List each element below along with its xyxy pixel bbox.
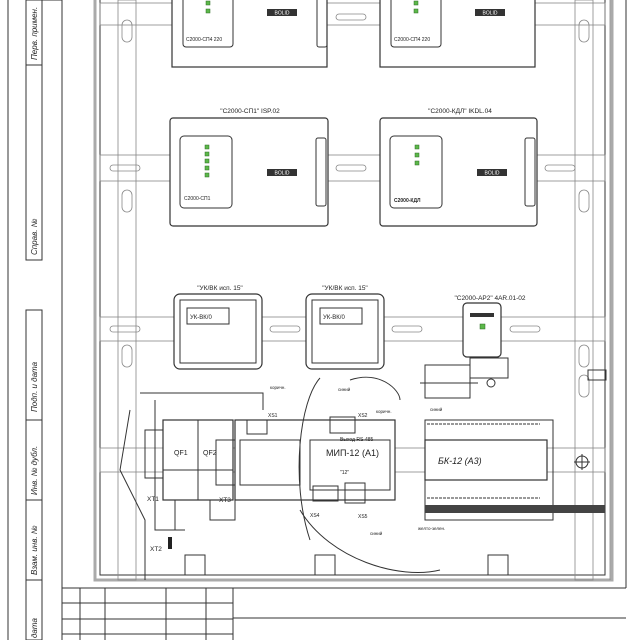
xs2-label: XS2 <box>358 413 368 419</box>
device-sp4-left: С2000-СП4 220 BOLID <box>171 0 328 68</box>
wire-label: желто-зелен. <box>418 526 445 531</box>
brand-logo: BOLID <box>484 171 499 177</box>
device-ar2: "С2000-АР2" 4AR.01-02 <box>454 295 526 358</box>
xt2-label: XT2 <box>150 546 162 553</box>
kdl-label: С2000-КДЛ <box>394 198 421 204</box>
ukvk2-label: УК-ВК/0 <box>323 315 345 321</box>
ukvk2-caption: "УК/ВК исп. 15" <box>322 285 368 292</box>
mip-12-label: "12" <box>340 470 349 476</box>
xs4-label: XS4 <box>310 513 320 519</box>
device-ukvk-2: "УК/ВК исп. 15" УК-ВК/0 <box>305 285 385 370</box>
ukvk1-label: УК-ВК/0 <box>190 315 212 321</box>
sp4-right-label: С2000-СП4 220 <box>394 37 430 43</box>
ar2-caption: "С2000-АР2" 4AR.01-02 <box>454 295 525 302</box>
side-stamp: Перв. примен. Справ. № Подп. и дата Инв.… <box>7 0 63 640</box>
sp1-label: С2000-СП1 <box>184 196 211 202</box>
mip-label: МИП-12 (А1) <box>326 448 379 458</box>
wire-label: синий <box>338 386 351 392</box>
bk-label: БК-12 (А3) <box>438 456 482 466</box>
xt1-label: XT1 <box>147 496 159 503</box>
wire-label: синий <box>370 530 383 536</box>
device-sp4-right: С2000-СП4 220 BOLID <box>379 0 536 68</box>
device-sp1: "С2000-СП1" ISP.02 С2000-СП1 BOLID <box>169 108 329 227</box>
brand-logo: BOLID <box>274 11 289 17</box>
brand-logo: BOLID <box>482 11 497 17</box>
brand-logo: BOLID <box>274 171 289 177</box>
wire-label: синий <box>430 406 443 412</box>
device-kdl: "С2000-КДЛ" IKDL.04 С2000-КДЛ BOLID <box>379 108 538 227</box>
cabinet-frame <box>93 0 627 588</box>
sp1-caption: "С2000-СП1" ISP.02 <box>220 108 280 115</box>
bottom-area: QF1 QF2 XT1 XT3 XT2 XS1 XS2 Выход RS-485… <box>119 357 607 580</box>
xt3-label: XT3 <box>219 497 231 504</box>
vertical-rails <box>117 0 594 581</box>
qf1-label: QF1 <box>174 450 188 457</box>
din-rails <box>99 2 606 473</box>
title-block <box>62 587 626 640</box>
stamp-perv-primen: Перв. примен. <box>30 7 39 60</box>
xs5-label: XS5 <box>358 514 368 520</box>
wire-label: коричн. <box>376 409 392 414</box>
stamp-inv-dubl: Инв. № дубл. <box>30 446 39 495</box>
sp4-left-label: С2000-СП4 220 <box>186 37 222 43</box>
stamp-data: дата <box>30 618 39 638</box>
rs485-label: Выход RS-485 <box>340 437 374 443</box>
stamp-vzam-inv: Взам. инв. № <box>30 525 39 575</box>
wire-label: коричн. <box>270 385 286 390</box>
qf2-label: QF2 <box>203 450 217 457</box>
stamp-sprav-no: Справ. № <box>30 218 39 255</box>
xs1-label: XS1 <box>268 413 278 419</box>
ukvk1-caption: "УК/ВК исп. 15" <box>197 285 243 292</box>
device-ukvk-1: "УК/ВК исп. 15" УК-ВК/0 <box>173 285 263 370</box>
stamp-podp-data: Подп. и дата <box>30 361 39 412</box>
kdl-caption: "С2000-КДЛ" IKDL.04 <box>428 108 492 115</box>
